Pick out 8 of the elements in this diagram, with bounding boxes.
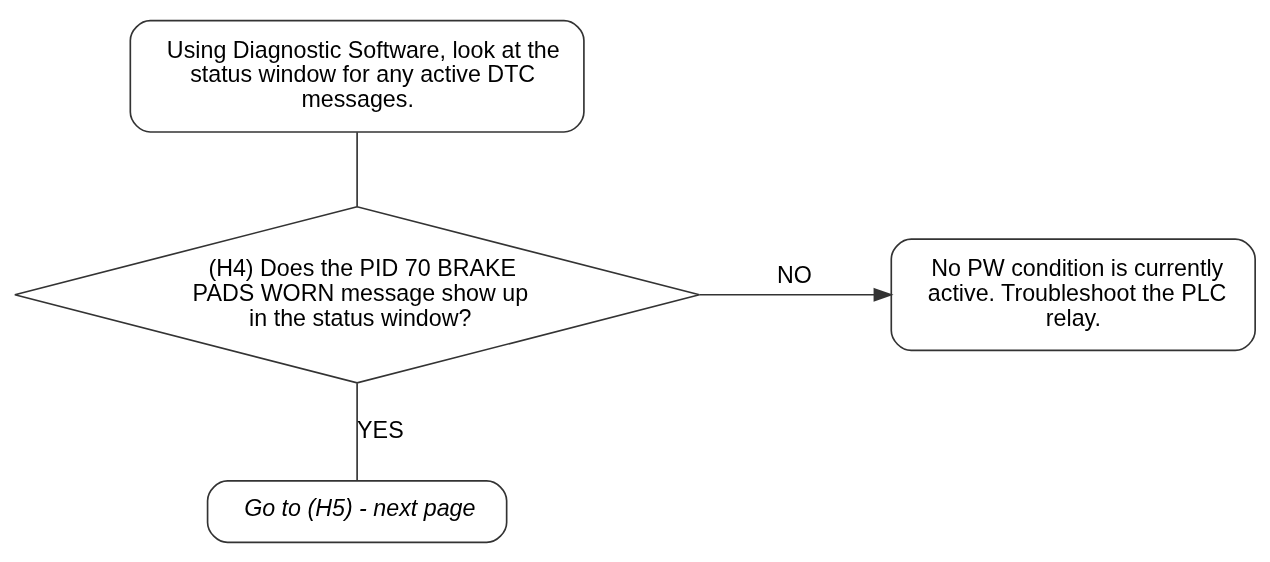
node-box: Using Diagnostic Software, look at the status window for any active DTC messages.	[129, 19, 585, 133]
connector	[356, 381, 358, 481]
edge-label: NO	[777, 261, 812, 288]
connector	[356, 130, 358, 207]
node-diamond: (H4) Does the PID 70 BRAKE PADS WORN message show up in the status window?	[14, 205, 701, 384]
node-box: No PW condition is currently active. Troubleshoot the PLC relay.	[890, 237, 1256, 351]
node-box: Go to (H5) - next page	[206, 479, 508, 543]
arrow	[698, 287, 894, 302]
